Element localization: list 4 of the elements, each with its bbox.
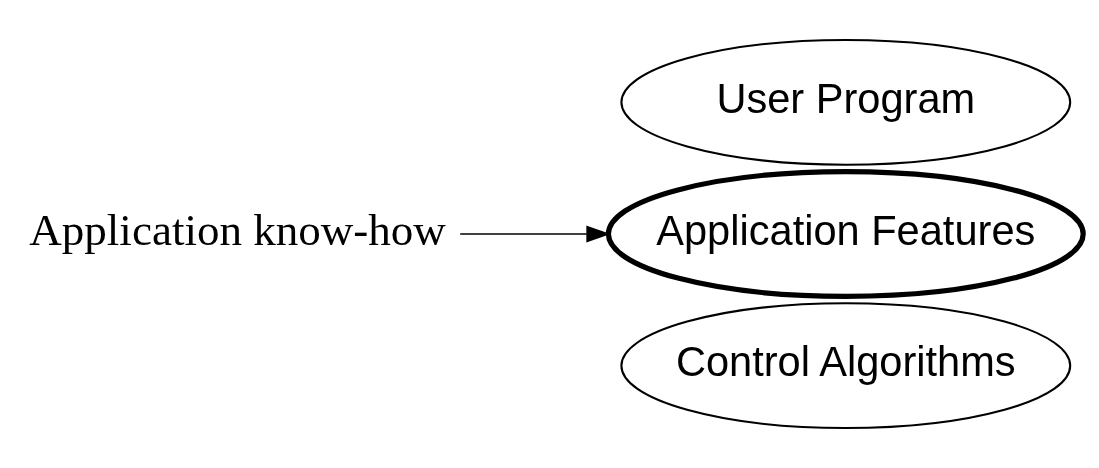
- node-ellipse: Control Algorithms: [620, 302, 1072, 430]
- node-ellipse: Application Features: [605, 169, 1086, 299]
- node-text: Application know-how: [29, 204, 446, 255]
- node-ellipse: User Program: [620, 38, 1072, 166]
